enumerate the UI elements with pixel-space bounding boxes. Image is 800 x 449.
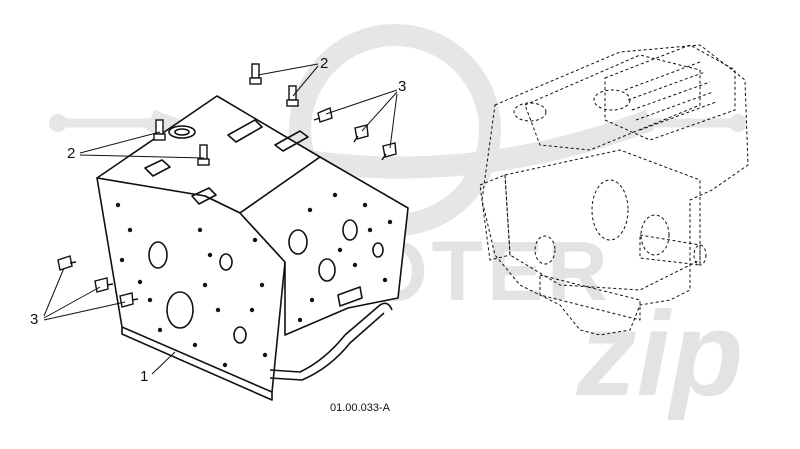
engine-muffler [479, 174, 511, 261]
callout-stud-left: 2 [67, 145, 75, 162]
callout-frame: 1 [140, 368, 148, 385]
callout-bolts-upper: 3 [398, 78, 406, 95]
bolt [119, 292, 139, 308]
top-slot [274, 130, 309, 152]
top-slot [144, 159, 171, 177]
callout-stud-upper: 2 [320, 55, 328, 72]
front-hole [166, 291, 194, 329]
watermark-script-text: zip [576, 287, 744, 421]
side-hole [318, 258, 336, 282]
side-hole [342, 219, 358, 241]
frame-assembly [96, 95, 409, 401]
engine-filler-cap [593, 89, 631, 111]
engine-phantom-outline [479, 44, 749, 336]
top-slot [227, 119, 263, 143]
engine-mount-boss [640, 214, 670, 256]
engine-cylinder-head [604, 44, 736, 141]
top-slot [191, 187, 217, 205]
side-hole [288, 229, 308, 255]
frame-rod [269, 312, 385, 381]
studs [153, 63, 299, 166]
stud [249, 63, 262, 85]
engine-cap-top [513, 102, 547, 122]
callout-bolts-left: 3 [30, 311, 38, 328]
engine-base [539, 274, 641, 321]
engine-top-block [524, 54, 701, 151]
engine-fins [624, 61, 717, 131]
bolt [94, 277, 114, 293]
engine-shaft [639, 234, 701, 266]
engine-mount-boss [591, 179, 629, 241]
leader-lines [43, 63, 398, 375]
bolt [353, 124, 369, 143]
watermark-dot-left [49, 114, 67, 132]
bolt [313, 107, 333, 123]
frame-rod [269, 302, 393, 373]
engine-mount-boss [534, 235, 556, 265]
front-hole [219, 253, 233, 271]
side-hole [372, 242, 384, 258]
frame-side-plate [239, 156, 409, 336]
stud [286, 85, 299, 107]
stud [153, 119, 166, 141]
top-boss [168, 125, 196, 139]
front-hole [233, 326, 247, 344]
bolts [57, 107, 397, 308]
side-bracket [337, 286, 363, 307]
figure-code: 01.00.033-A [330, 402, 391, 414]
frame-small-holes [115, 192, 393, 368]
stud [197, 144, 210, 166]
engine-shaft-end [693, 244, 707, 266]
top-boss [174, 128, 190, 136]
frame-base-lip [121, 327, 273, 401]
engine-crankcase [504, 149, 701, 291]
watermark-dot-right [729, 114, 747, 132]
front-hole [148, 241, 168, 269]
bolt [57, 255, 77, 271]
